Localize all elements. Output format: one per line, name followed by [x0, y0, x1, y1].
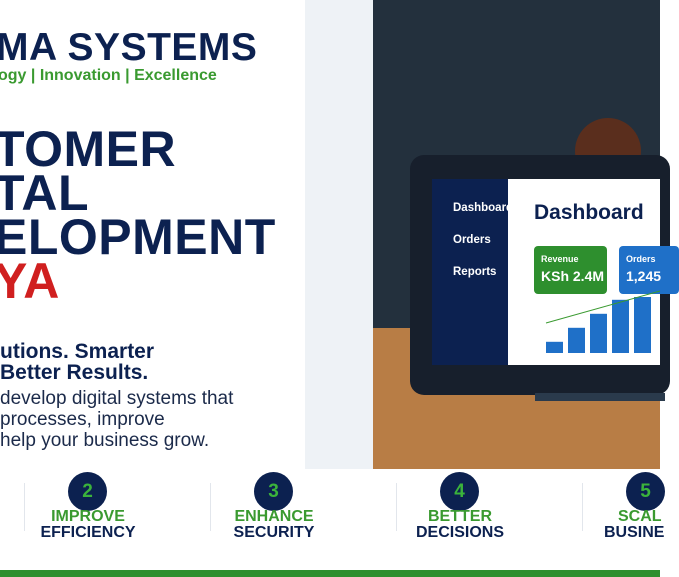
headline-line-2: TAL — [0, 165, 89, 221]
step-3-title-navy: SECURITY — [233, 524, 315, 541]
step-4-title-navy: DECISIONS — [415, 524, 505, 541]
step-number-2: 2 — [68, 472, 107, 511]
laptop-base — [535, 393, 665, 401]
step-number-4: 4 — [440, 472, 479, 511]
kpi-orders-label: Orders — [626, 254, 656, 264]
mini-bar-chart — [545, 290, 661, 353]
menu-item-dashboard[interactable]: Dashboard — [453, 202, 514, 214]
step-divider — [210, 483, 211, 531]
body-line-2: processes, improve — [0, 409, 165, 430]
headline-line-3: ELOPMENT — [0, 209, 276, 265]
dashboard-title: Dashboard — [534, 201, 644, 224]
step-divider — [582, 483, 583, 531]
chart-bar — [568, 327, 585, 353]
kpi-revenue-label: Revenue — [541, 254, 579, 264]
chart-trend-line — [545, 290, 661, 324]
brand-tagline: ogy | Innovation | Excellence — [0, 67, 217, 84]
headline-line-1: TOMER — [0, 121, 177, 177]
kpi-orders: Orders 1,245 — [619, 246, 679, 294]
chart-bar — [546, 341, 563, 353]
step-2-title-green: IMPROVE — [51, 508, 125, 525]
kpi-orders-value: 1,245 — [626, 268, 662, 284]
dashboard-panel: Dashboard Revenue KSh 2.4M Orders 1,245 — [508, 179, 679, 365]
kpi-revenue-value: KSh 2.4M — [541, 268, 605, 284]
chart-bar — [634, 297, 651, 353]
step-3-title-green: ENHANCE — [234, 508, 314, 525]
step-5-title-green: SCAL — [618, 508, 662, 525]
headline-line-4: YA — [0, 253, 60, 309]
menu-item-orders[interactable]: Orders — [453, 234, 491, 246]
step-2-title-navy: EFFICIENCY — [40, 524, 136, 541]
step-number-5: 5 — [626, 472, 665, 511]
chart-bar — [612, 299, 629, 353]
step-divider — [24, 483, 25, 531]
chart-bar — [590, 313, 607, 353]
step-4-title-green: BETTER — [428, 508, 492, 525]
bottom-accent-bar — [0, 570, 660, 577]
step-number-3: 3 — [254, 472, 293, 511]
body-line-3: help your business grow. — [0, 430, 210, 451]
step-5-title-navy: BUSINE — [604, 524, 665, 541]
subheading-line-2: Better Results. — [0, 361, 149, 384]
brand-title: MA SYSTEMS — [0, 26, 258, 69]
menu-item-reports[interactable]: Reports — [453, 266, 497, 278]
step-divider — [396, 483, 397, 531]
steps-strip — [0, 469, 660, 570]
body-line-1: develop digital systems that — [0, 388, 234, 409]
kpi-revenue: Revenue KSh 2.4M — [534, 246, 607, 294]
subheading-line-1: utions. Smarter — [0, 340, 155, 363]
